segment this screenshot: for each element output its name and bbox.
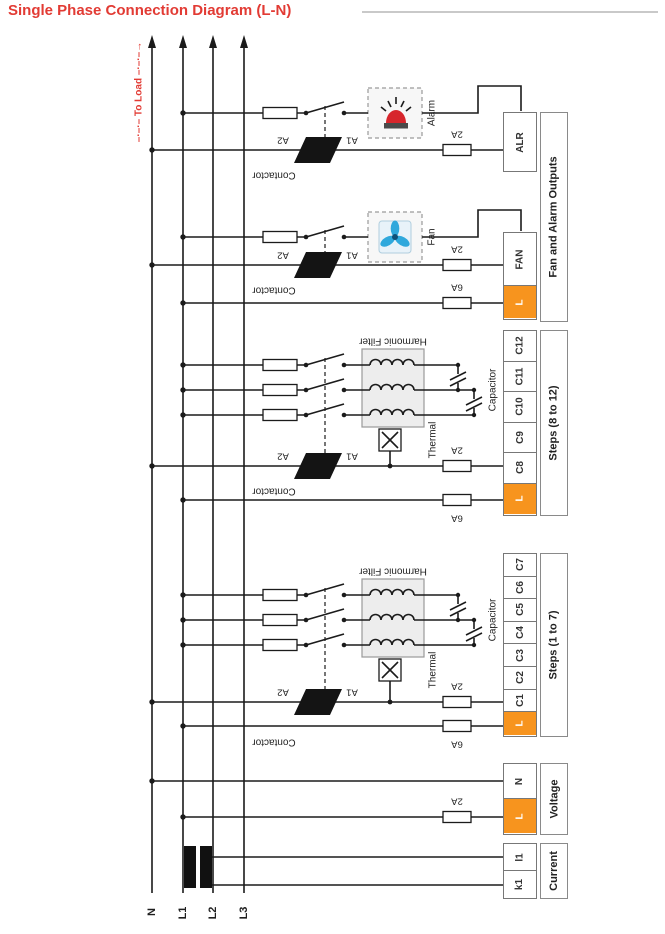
desc-current: Current	[540, 843, 568, 899]
terminal-c1: C1	[504, 689, 536, 713]
bus-label-l2: L2	[207, 906, 219, 920]
fan-icon	[378, 220, 412, 254]
fuse-2a-label-alarm: 2A	[451, 128, 463, 140]
terminal-steps1-l: L	[504, 712, 536, 735]
desc-steps-1-7: Steps (1 to 7)	[540, 553, 568, 737]
terminal-strip-alr: ALR	[503, 112, 537, 172]
terminal-c12: C12	[504, 331, 536, 362]
terminal-steps8-l: L	[504, 483, 536, 514]
contactor-label-steps1: Contactor	[252, 736, 296, 748]
fuse-6a-label-fan: 6A	[451, 281, 463, 293]
terminal-c4: C4	[504, 621, 536, 645]
terminal-l1-ct: l1	[504, 844, 536, 871]
terminal-strip-steps-1-7: C7 C6 C5 C4 C3 C2 C1 L	[503, 553, 537, 737]
bus-label-l1: L1	[177, 906, 189, 920]
steps-1-7-wires	[152, 583, 503, 727]
terminal-voltage-l: L	[504, 799, 536, 833]
fuse-6a-label-steps1: 6A	[451, 738, 463, 750]
thermal-label-steps8: Thermal	[427, 421, 439, 459]
fuse-symbols	[262, 106, 472, 824]
bus-label-n: N	[146, 908, 158, 916]
terminal-fan: FAN	[504, 233, 536, 286]
junction-dots	[149, 110, 477, 820]
terminal-c10: C10	[504, 392, 536, 423]
contactor-label-alarm: Contactor	[252, 169, 296, 181]
terminal-c9: C9	[504, 422, 536, 453]
capacitor-label-steps1: Capacitor	[487, 598, 499, 642]
a1-label-steps1: A1	[346, 686, 358, 698]
terminal-strip-voltage: N L	[503, 763, 537, 835]
fuse-2a-label-voltage: 2A	[451, 795, 463, 807]
capacitor-label-steps8: Capacitor	[487, 368, 499, 412]
alarm-device-label: Alarm	[426, 99, 438, 127]
terminal-c3: C3	[504, 644, 536, 667]
bus-label-l3: L3	[238, 906, 250, 920]
a2-label-fan: A2	[277, 249, 289, 261]
a1-label-fan: A1	[346, 249, 358, 261]
a1-label-steps8: A1	[346, 450, 358, 462]
terminal-alr: ALR	[504, 113, 536, 171]
terminal-voltage-n: N	[504, 764, 536, 799]
thermal-label-steps1: Thermal	[427, 651, 439, 689]
fuse-6a-label-steps8: 6A	[451, 512, 463, 524]
harmonic-filter-label-steps1: Harmonic Filter	[359, 565, 427, 577]
harmonic-filter-boxes	[361, 348, 425, 658]
bus-lines	[148, 35, 248, 893]
a1-label-alarm: A1	[346, 134, 358, 146]
terminal-c5: C5	[504, 599, 536, 622]
fuse-2a-label-steps8: 2A	[451, 444, 463, 456]
thermal-symbols	[378, 428, 402, 682]
desc-steps-8-12: Steps (8 to 12)	[540, 330, 568, 516]
desc-voltage: Voltage	[540, 763, 568, 835]
terminal-fan-l: L	[504, 286, 536, 318]
alarm-icon	[380, 97, 412, 129]
terminal-c2: C2	[504, 666, 536, 690]
a2-label-alarm: A2	[277, 134, 289, 146]
desc-fan-alarm-outputs: Fan and Alarm Outputs	[540, 112, 568, 322]
a2-label-steps1: A2	[277, 686, 289, 698]
current-transformer	[184, 846, 503, 888]
contactor-symbols	[294, 137, 342, 715]
fuse-2a-label-fan: 2A	[451, 243, 463, 255]
terminal-c6: C6	[504, 576, 536, 600]
terminal-c7: C7	[504, 554, 536, 577]
terminal-c11: C11	[504, 361, 536, 392]
terminal-strip-current: l1 k1	[503, 843, 537, 899]
a2-label-steps8: A2	[277, 450, 289, 462]
terminal-strip-fan: FAN L	[503, 232, 537, 320]
contactor-label-steps8: Contactor	[252, 485, 296, 497]
terminal-k1-ct: k1	[504, 871, 536, 897]
harmonic-filter-label-steps8: Harmonic Filter	[359, 335, 427, 347]
title-rule	[362, 11, 658, 13]
terminal-c8: C8	[504, 453, 536, 484]
terminal-strip-steps-8-12: C12 C11 C10 C9 C8 L	[503, 330, 537, 516]
to-load-label: –·–·– To Load –·–·–→	[133, 41, 145, 143]
contactor-label-fan: Contactor	[252, 284, 296, 296]
fan-device-label: Fan	[426, 228, 438, 246]
page-title: Single Phase Connection Diagram (L-N)	[8, 2, 292, 19]
fuse-2a-label-steps1: 2A	[451, 680, 463, 692]
